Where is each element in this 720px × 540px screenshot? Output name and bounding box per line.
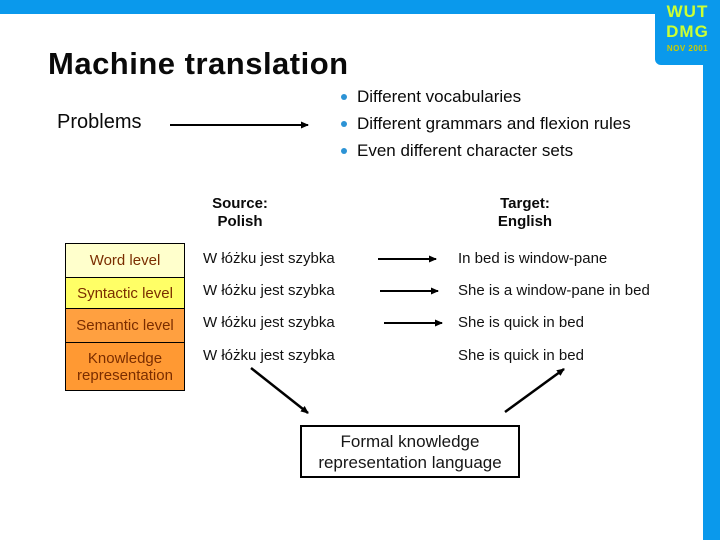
level-box-knowledge: Knowledge representation — [66, 343, 184, 390]
list-item: Different vocabularies — [341, 87, 631, 114]
source-phrase-row2: W łóżku jest szybka — [203, 282, 335, 299]
bullet-text: Different grammars and flexion rules — [357, 114, 631, 133]
target-phrase-row1: In bed is window-pane — [458, 250, 608, 267]
problems-label: Problems — [57, 111, 142, 133]
level-box-syntactic: Syntactic level — [66, 278, 184, 309]
level-box-stack: Word level Syntactic level Semantic leve… — [65, 243, 185, 391]
page-title: Machine translation — [48, 46, 349, 81]
target-phrase-row2: She is a window-pane in bed — [458, 282, 650, 299]
badge-org-line2: DMG — [666, 22, 709, 41]
bullet-list: Different vocabularies Different grammar… — [341, 87, 631, 168]
top-accent-bar — [0, 0, 720, 14]
kr-to-target-arrow — [504, 367, 565, 414]
target-language: English — [497, 213, 553, 230]
logo-badge: WUT DMG NOV 2001 — [655, 0, 720, 65]
source-label: Source: — [212, 195, 268, 212]
source-language: Polish — [217, 213, 263, 230]
bullet-text: Even different character sets — [357, 141, 574, 160]
source-to-kr-arrow — [250, 367, 309, 414]
right-accent-bar — [703, 0, 720, 540]
knowledge-representation-box: Formal knowledge representation language — [300, 425, 520, 478]
source-phrase-row1: W łóżku jest szybka — [203, 250, 335, 267]
badge-date: NOV 2001 — [666, 44, 709, 53]
bullet-icon — [341, 148, 347, 154]
bullet-icon — [341, 94, 347, 100]
kr-box-line1: Formal knowledge — [340, 431, 480, 451]
list-item: Even different character sets — [341, 141, 631, 168]
badge-org-line1: WUT — [666, 2, 709, 21]
target-label: Target: — [500, 195, 550, 212]
level-box-semantic: Semantic level — [66, 309, 184, 343]
target-phrase-row4: She is quick in bed — [458, 347, 584, 364]
source-phrase-row4: W łóżku jest szybka — [203, 347, 335, 364]
source-phrase-row3: W łóżku jest szybka — [203, 314, 335, 331]
target-phrase-row3: She is quick in bed — [458, 314, 584, 331]
target-column-header: Target: English — [465, 195, 585, 231]
source-column-header: Source: Polish — [180, 195, 300, 231]
bullet-text: Different vocabularies — [357, 87, 522, 106]
list-item: Different grammars and flexion rules — [341, 114, 631, 141]
bullet-icon — [341, 121, 347, 127]
kr-box-line2: representation language — [318, 452, 502, 472]
level-box-word: Word level — [66, 244, 184, 278]
